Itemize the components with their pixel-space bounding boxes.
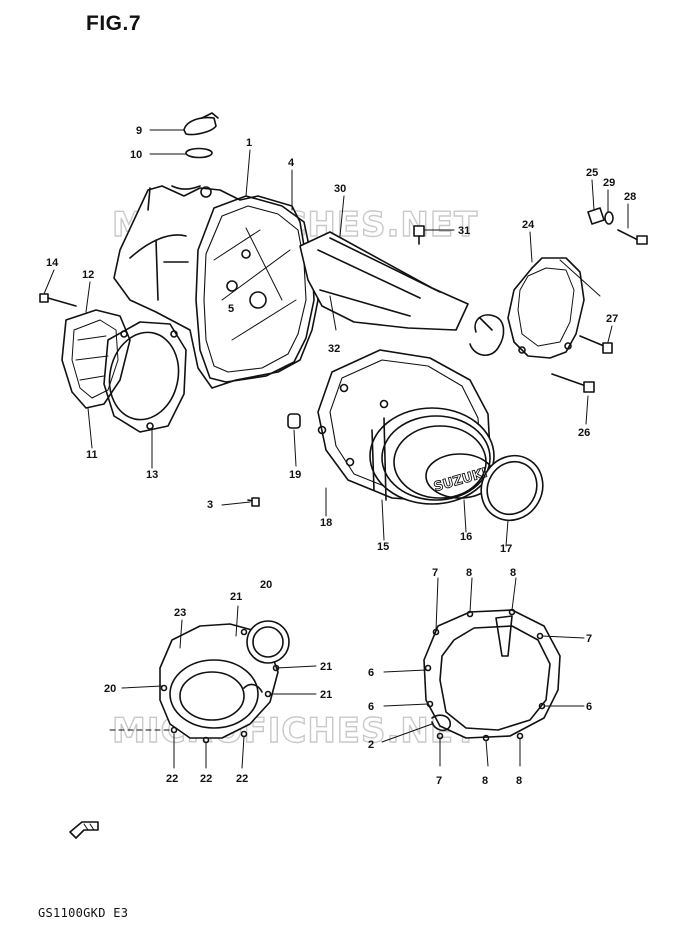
- clutch-side-cover: [423, 608, 561, 742]
- starter-cover: [507, 257, 585, 359]
- callout-29: 29: [603, 177, 615, 189]
- bolt-14: [39, 293, 77, 307]
- callout-16: 16: [460, 531, 472, 543]
- callout-7a: 7: [432, 567, 438, 579]
- leader-lines: [43, 129, 629, 769]
- callout-20a: 20: [260, 579, 272, 591]
- callout-6a: 6: [368, 667, 374, 679]
- bolt-28: [617, 229, 648, 245]
- callout-8a: 8: [466, 567, 472, 579]
- callout-20b: 20: [104, 683, 116, 695]
- callout-2: 2: [368, 739, 374, 751]
- callout-1: 1: [246, 137, 252, 149]
- dowel-pin: [287, 413, 301, 429]
- front-arrow-icon: [69, 821, 99, 839]
- callout-3: 3: [207, 499, 213, 511]
- callout-12: 12: [82, 269, 94, 281]
- callout-23: 23: [174, 607, 186, 619]
- inspection-cap: [246, 620, 290, 664]
- callout-6c: 6: [586, 701, 592, 713]
- callout-27: 27: [606, 313, 618, 325]
- callout-9: 9: [136, 125, 142, 137]
- crankcase-housing: [113, 185, 319, 389]
- callout-32: 32: [328, 343, 340, 355]
- callout-5: 5: [228, 303, 234, 315]
- spacer-25: [587, 207, 605, 225]
- generator-cover: [159, 623, 280, 744]
- drive-gasket: [103, 321, 187, 433]
- bolt-27: [579, 335, 613, 354]
- screw-3: [247, 497, 260, 507]
- callout-7c: 7: [436, 775, 442, 787]
- figure-title: FIG.7: [86, 12, 142, 35]
- cover-cap: [480, 454, 544, 522]
- callout-26: 26: [578, 427, 590, 439]
- callout-24: 24: [522, 219, 535, 231]
- callout-22b: 22: [200, 773, 212, 785]
- callout-28: 28: [624, 191, 636, 203]
- crankcase-gasket: [195, 195, 315, 383]
- callout-21b: 21: [320, 661, 332, 673]
- shaft-end-cap: [469, 314, 505, 356]
- model-code: GS1100GKD E3: [38, 906, 129, 920]
- callout-25: 25: [586, 167, 598, 179]
- callout-17: 17: [500, 543, 512, 555]
- callout-21a: 21: [230, 591, 242, 603]
- callout-7b: 7: [586, 633, 592, 645]
- bolt-31: [413, 225, 425, 245]
- callout-19: 19: [289, 469, 301, 481]
- callout-22a: 22: [166, 773, 178, 785]
- leader-24: [559, 259, 601, 297]
- clutch-cover: [369, 407, 495, 505]
- washer-29: [604, 211, 614, 225]
- callout-13: 13: [146, 469, 158, 481]
- shaft-tube: [299, 231, 469, 331]
- callout-11: 11: [86, 449, 98, 461]
- callout-8d: 8: [516, 775, 522, 787]
- callout-14: 14: [46, 257, 59, 269]
- callout-6b: 6: [368, 701, 374, 713]
- callout-8c: 8: [482, 775, 488, 787]
- callout-15: 15: [377, 541, 389, 553]
- bolt-26: [551, 373, 595, 393]
- callout-10: 10: [130, 149, 142, 161]
- callout-21c: 21: [320, 689, 332, 701]
- callout-8b: 8: [510, 567, 516, 579]
- callout-4: 4: [288, 157, 295, 169]
- callout-30: 30: [334, 183, 346, 195]
- drive-housing: [61, 309, 131, 409]
- o-ring: [185, 147, 213, 159]
- callout-18: 18: [320, 517, 332, 529]
- callout-22c: 22: [236, 773, 248, 785]
- callout-31: 31: [458, 225, 470, 237]
- oil-filler-cap: [183, 112, 219, 136]
